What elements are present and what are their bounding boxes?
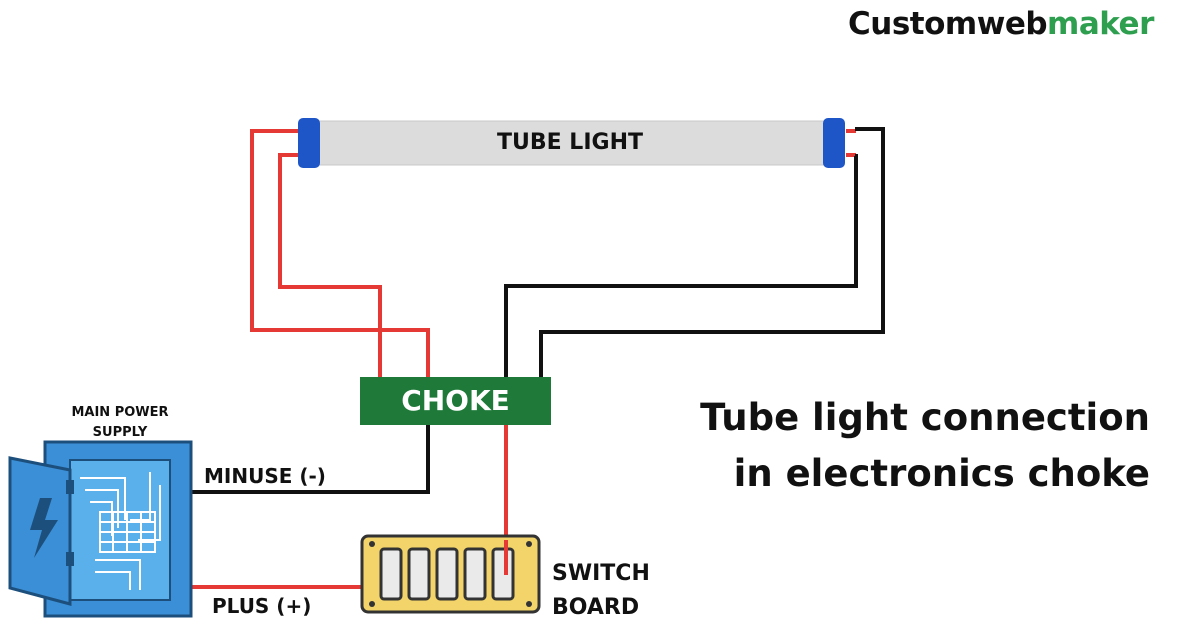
panel-hinge-top	[66, 480, 74, 494]
choke-box	[360, 377, 551, 425]
tube-light-label: TUBE LIGHT	[496, 130, 643, 155]
red-wire-tube-outer	[250, 129, 430, 378]
switch-board	[360, 534, 541, 614]
plus-label: PLUS (+)	[212, 594, 312, 618]
switch-toggle-3	[435, 547, 459, 601]
tube-cap-left	[298, 118, 320, 168]
panel-hinge-bottom	[66, 552, 74, 566]
panel-circuit-lines	[80, 472, 161, 590]
title-line1: Tube light connection	[700, 396, 1150, 439]
power-supply-label-line1: MAIN POWER	[71, 405, 169, 420]
red-wires	[190, 129, 856, 589]
choke-label: CHOKE	[401, 384, 510, 417]
switch-screws	[369, 541, 532, 607]
tube-light	[298, 118, 845, 168]
switch-toggle-5	[491, 547, 515, 601]
red-wire-tube-inner	[278, 153, 382, 378]
minus-label: MINUSE (-)	[204, 464, 326, 488]
panel-door	[8, 456, 72, 606]
brand-part2: maker	[1047, 6, 1154, 42]
lightning-icon	[30, 498, 58, 558]
diagram-title: Tube light connection in electronics cho…	[660, 390, 1150, 502]
brand-part1: Customweb	[848, 6, 1048, 42]
tube-cap-right	[823, 118, 845, 168]
switch-toggle-1	[379, 547, 403, 601]
switch-toggle-2	[407, 547, 431, 601]
switch-label-line1: SWITCH	[552, 561, 650, 586]
switch-label-line2: BOARD	[552, 595, 640, 620]
power-supply-panel	[8, 440, 193, 618]
switch-toggle-4	[463, 547, 487, 601]
black-wire-tube-inner	[504, 154, 858, 378]
black-wires	[190, 127, 885, 494]
black-wire-tube-outer	[539, 127, 885, 378]
switch-board-label: SWITCH BOARD	[552, 557, 650, 625]
brand-logo: Customwebmaker	[848, 6, 1154, 42]
black-wire-minus	[190, 424, 430, 494]
title-line2: in electronics choke	[733, 452, 1150, 495]
power-supply-label: MAIN POWER SUPPLY	[40, 403, 200, 443]
power-supply-label-line2: SUPPLY	[92, 425, 148, 440]
switch-toggles	[379, 547, 515, 601]
